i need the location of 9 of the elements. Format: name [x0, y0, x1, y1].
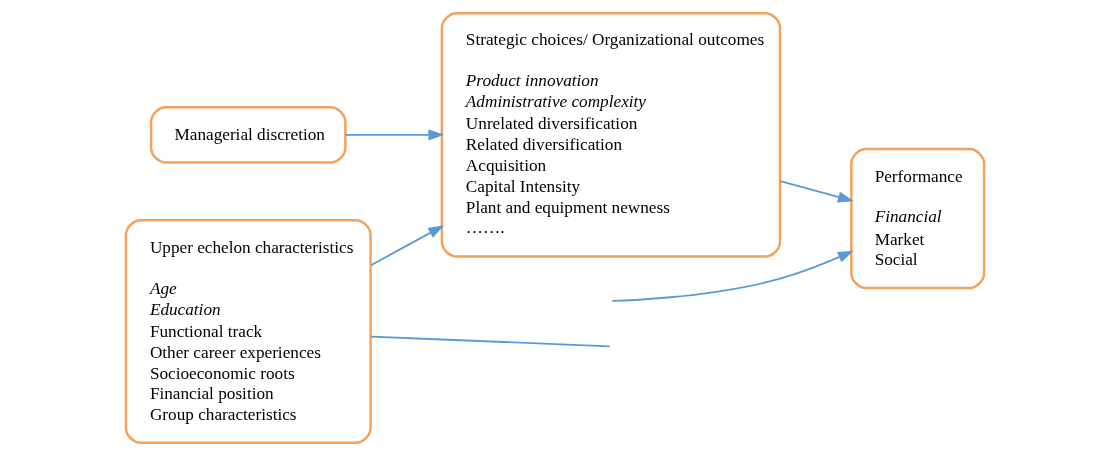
node-box: Performance Financial Market Social	[849, 147, 985, 290]
arrow	[610, 250, 854, 302]
connector	[369, 335, 611, 348]
node-box: Managerial discretion	[149, 105, 347, 164]
arrow	[778, 180, 854, 203]
node-box: Upper echelon characteristics Age Education Functional track Other career experiences Socioeconomic roots Financial position Group characteristics	[124, 219, 372, 445]
node-box: Strategic choices/ Organizational outcomes Product innovation Administrative complexity Unrelated diversification Related diversification Acquisition Capital Intensity Plant and equipment newness …….	[440, 11, 781, 258]
arrow	[369, 225, 444, 267]
arrow	[344, 129, 444, 141]
